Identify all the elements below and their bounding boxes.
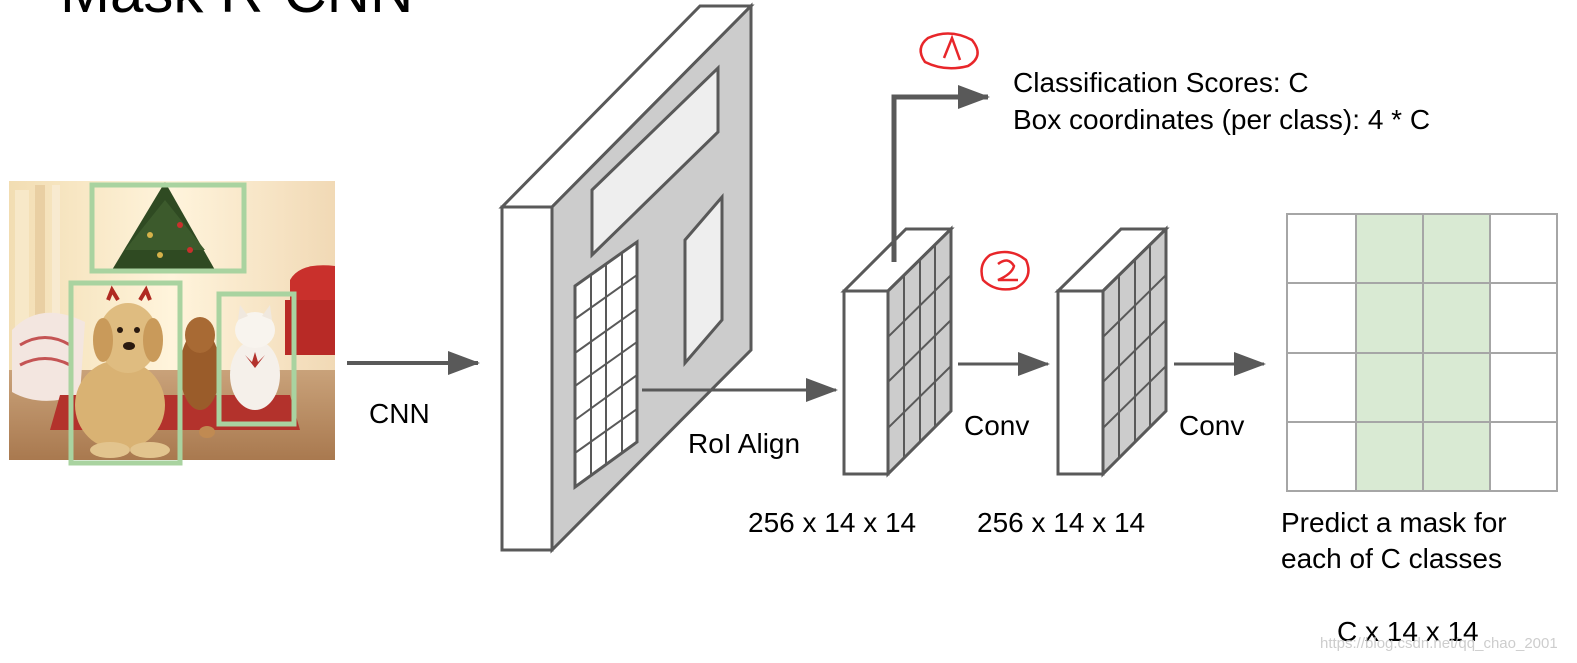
conv-label-2: Conv [1179,410,1244,441]
annotation-circle-2 [980,250,1030,291]
classification-branch-arrow [891,85,990,262]
detection-box-cat [216,291,297,427]
mask-caption-line-2: each of C classes [1281,543,1502,574]
mask-caption-line-1: Predict a mask for [1281,507,1507,538]
roi-feature-block-2 [1054,225,1170,478]
input-photo [9,181,335,466]
box-coordinates-label: Box coordinates (per class): 4 * C [1013,104,1430,135]
mask-dims-label: C x 14 x 14 [1337,616,1479,647]
classification-scores-label: Classification Scores: C [1013,67,1309,98]
conv-label-1: Conv [964,410,1029,441]
roi-feature-block-1 [840,225,955,478]
dims-label-1: 256 x 14 x 14 [748,507,916,538]
detection-box-tree [89,182,247,274]
diagram-title: Mask R-CNN [60,0,413,25]
mask-output-grid [1286,213,1558,492]
dims-label-2: 256 x 14 x 14 [977,507,1145,538]
feature-map [498,2,755,554]
roi-align-label: RoI Align [688,428,800,459]
cnn-label: CNN [369,398,430,429]
annotation-circle-1 [919,32,979,70]
detection-box-dog [68,280,183,466]
watermark-text: https://blog.csdn.net/qq_chao_2001 [1320,635,1558,652]
